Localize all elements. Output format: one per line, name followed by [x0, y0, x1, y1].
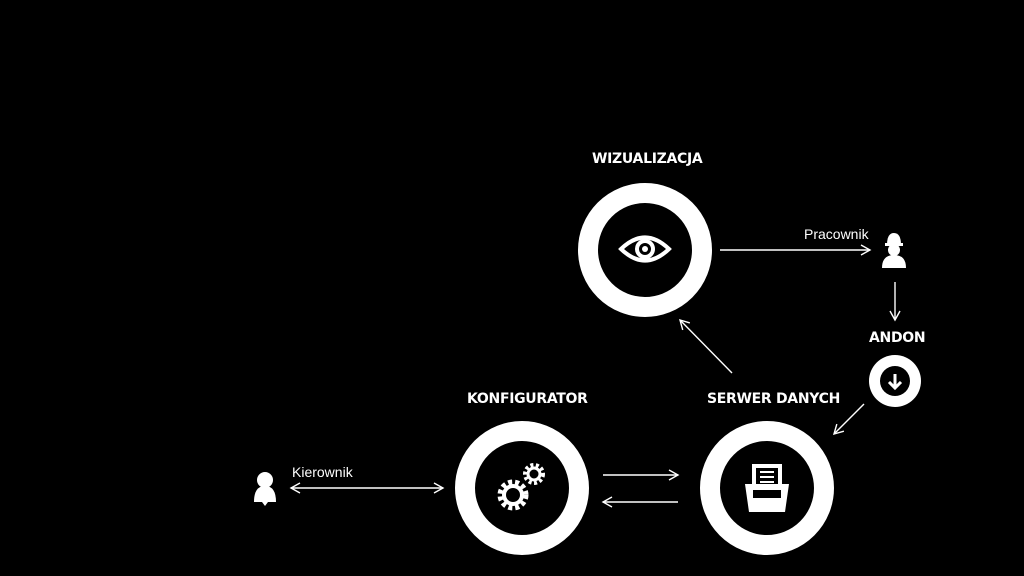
wizualizacja-title: WIZUALIZACJA: [592, 151, 703, 167]
wizualizacja-node: [578, 183, 712, 317]
kierownik-label: Kierownik: [292, 464, 353, 480]
konfigurator-node: [455, 421, 589, 555]
worker-icon: [882, 233, 906, 268]
person-icon: [254, 472, 276, 506]
konfigurator-title: KONFIGURATOR: [467, 391, 588, 407]
arrow-andon-serwer: [832, 403, 865, 436]
serwer-node: [700, 421, 834, 555]
gears-icon: [497, 463, 545, 511]
andon-title: ANDON: [869, 330, 926, 346]
eye-icon: [618, 235, 672, 263]
down-arrow-icon: [887, 374, 903, 391]
serwer-title: SERWER DANYCH: [707, 391, 840, 407]
pracownik-label: Pracownik: [804, 226, 869, 242]
andon-node: [869, 355, 921, 407]
server-icon: [745, 464, 789, 512]
arrow-serwer-wizualizacja: [678, 318, 733, 374]
